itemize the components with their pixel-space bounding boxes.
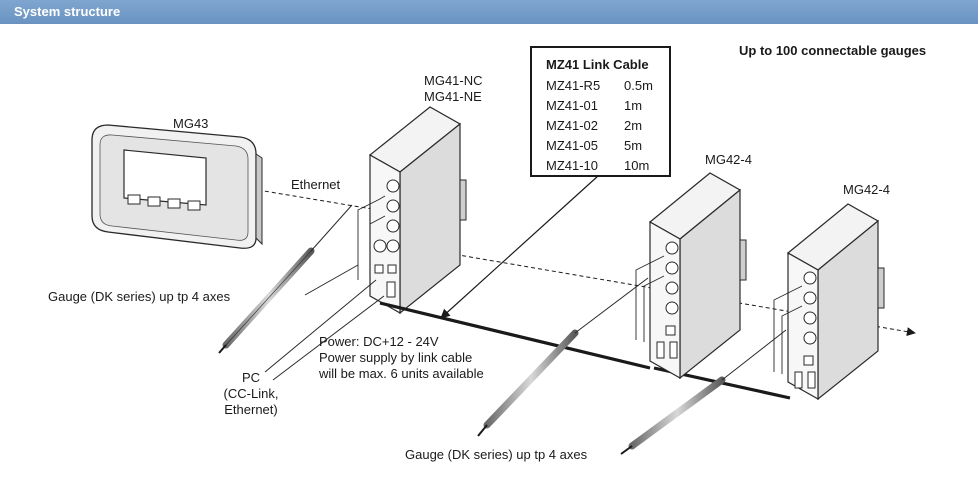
gauge-left-label: Gauge (DK series) up tp 4 axes xyxy=(48,289,231,304)
display-key xyxy=(127,194,141,205)
section-title: System structure xyxy=(14,4,121,19)
cable-length: 0.5m xyxy=(624,78,653,93)
mg42-label-1: MG42-4 xyxy=(705,152,752,167)
terminal xyxy=(386,199,400,213)
cable-row: MZ41-05 5m xyxy=(546,138,642,153)
cable-callout xyxy=(440,175,599,319)
mg42-counter-2 xyxy=(773,203,885,401)
cable-row: MZ41-02 2m xyxy=(546,118,642,133)
terminal xyxy=(386,239,400,253)
power-line2: Power supply by link cable xyxy=(319,350,473,365)
mg43-display-unit xyxy=(91,124,263,249)
pc-line3: Ethernet) xyxy=(224,402,278,417)
ethernet-line xyxy=(257,189,373,210)
cable-length: 10m xyxy=(624,158,650,173)
display-screen xyxy=(123,149,207,206)
cable-model: MZ41-R5 xyxy=(546,78,601,93)
display-key xyxy=(187,200,201,211)
gauge-bottom-2 xyxy=(620,329,787,455)
pc-pointer xyxy=(272,295,385,381)
gauge-left xyxy=(218,204,353,354)
mg41-label-line1: MG41-NC xyxy=(424,73,483,88)
cable-model: MZ41-02 xyxy=(546,118,599,133)
power-line1: Power: DC+12 - 24V xyxy=(319,334,439,349)
pc-line2: (CC-Link, xyxy=(223,386,279,401)
display-key xyxy=(147,196,161,207)
link-cable-title: MZ41 Link Cable xyxy=(546,57,649,72)
header-bar: System structure xyxy=(0,0,978,24)
cable-model: MZ41-05 xyxy=(546,138,599,153)
terminal xyxy=(386,219,400,233)
mg41-label-line2: MG41-NE xyxy=(424,89,482,104)
terminal xyxy=(373,239,387,253)
pc-line1: PC xyxy=(241,370,261,385)
cable-length: 2m xyxy=(624,118,643,133)
pc-pointer xyxy=(264,279,377,373)
link-cable xyxy=(379,301,651,370)
cable-row: MZ41-01 1m xyxy=(546,98,642,113)
mg42-counter-1 xyxy=(635,172,747,380)
power-line3: will be max. 6 units available xyxy=(319,366,484,381)
mg42-label-2: MG42-4 xyxy=(843,182,890,197)
ethernet-label: Ethernet xyxy=(291,177,341,192)
terminal xyxy=(386,179,400,193)
cable-length: 5m xyxy=(624,138,643,153)
cable-row: MZ41-R5 0.5m xyxy=(546,78,653,93)
gauge-bottom-1 xyxy=(477,277,649,437)
gauge-bottom-label: Gauge (DK series) up tp 4 axes xyxy=(405,447,588,462)
cable-model: MZ41-10 xyxy=(546,158,599,173)
cable-model: MZ41-01 xyxy=(546,98,599,113)
display-key xyxy=(167,198,181,209)
cable-row: MZ41-10 10m xyxy=(546,158,649,173)
link-cable-table: MZ41 Link Cable MZ41-R5 0.5m MZ41-01 1m … xyxy=(530,46,671,177)
mg43-label: MG43 xyxy=(173,116,209,131)
mg41-interface-unit xyxy=(357,106,467,315)
capacity-note: Up to 100 connectable gauges xyxy=(739,43,927,58)
cable-length: 1m xyxy=(624,98,643,113)
